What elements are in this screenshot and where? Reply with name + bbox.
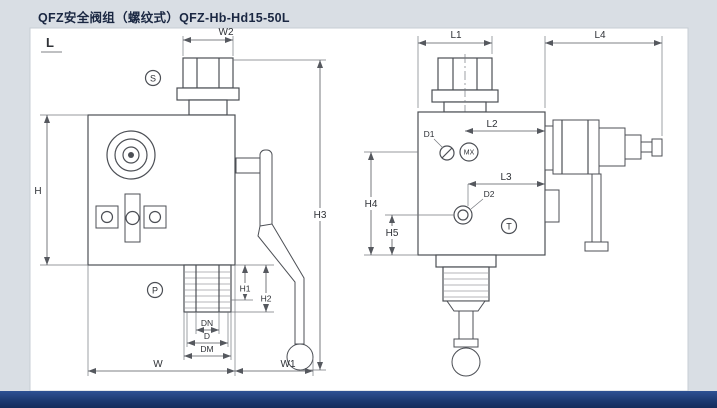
dim-label-d1: D1: [424, 129, 435, 139]
port-T: T: [500, 217, 518, 235]
dim-label-l: L: [46, 35, 54, 50]
port-t-label: T: [506, 222, 512, 232]
d1-hole: [433, 138, 455, 161]
right-threaded-stub: [435, 254, 497, 377]
dim-label-h1: H1: [240, 284, 251, 294]
dim-label-d: D: [204, 331, 210, 341]
port-S: S: [144, 69, 162, 87]
left-valve-body: [87, 114, 236, 266]
left-port-boss: [106, 130, 156, 180]
dim-label-h3: H3: [314, 210, 327, 221]
footer-bar: [0, 391, 717, 408]
port-MX: MX: [459, 142, 479, 162]
dim-label-w: W: [153, 359, 163, 370]
left-mounting-holes: [95, 193, 167, 243]
dim-label-h4: H4: [365, 199, 378, 210]
dim-label-dn: DN: [201, 318, 213, 328]
dim-label-l1: L1: [450, 30, 462, 41]
left-top-fitting: [176, 57, 240, 116]
dim-label-h5: H5: [386, 228, 399, 239]
port-p-label: P: [152, 286, 158, 296]
dim-label-h2: H2: [261, 294, 272, 304]
dim-label-l2: L2: [486, 119, 498, 130]
left-hand-lever: [235, 149, 314, 371]
dim-label-d2: D2: [484, 189, 495, 199]
port-P: P: [146, 281, 164, 299]
dim-label-l4: L4: [594, 30, 606, 41]
page-title: QFZ安全阀组（螺纹式）QFZ-Hb-Hd15-50L: [38, 11, 290, 25]
actuator-assembly: [544, 119, 663, 252]
port-mx-label: MX: [464, 150, 475, 157]
left-threaded-stub: [183, 264, 232, 313]
right-valve-body: [417, 111, 546, 256]
dim-label-w1: W1: [281, 359, 296, 370]
stem-ball-knob: [451, 347, 481, 377]
dim-label-h: H: [34, 186, 41, 197]
right-view: D1 MX D2 T: [360, 30, 663, 377]
port-s-label: S: [150, 74, 156, 84]
dim-label-dm: DM: [200, 344, 213, 354]
dim-label-w2: W2: [219, 27, 234, 38]
left-view: S P L W2 H H1 H2 H3: [34, 27, 331, 376]
dim-label-l3: L3: [500, 172, 512, 183]
